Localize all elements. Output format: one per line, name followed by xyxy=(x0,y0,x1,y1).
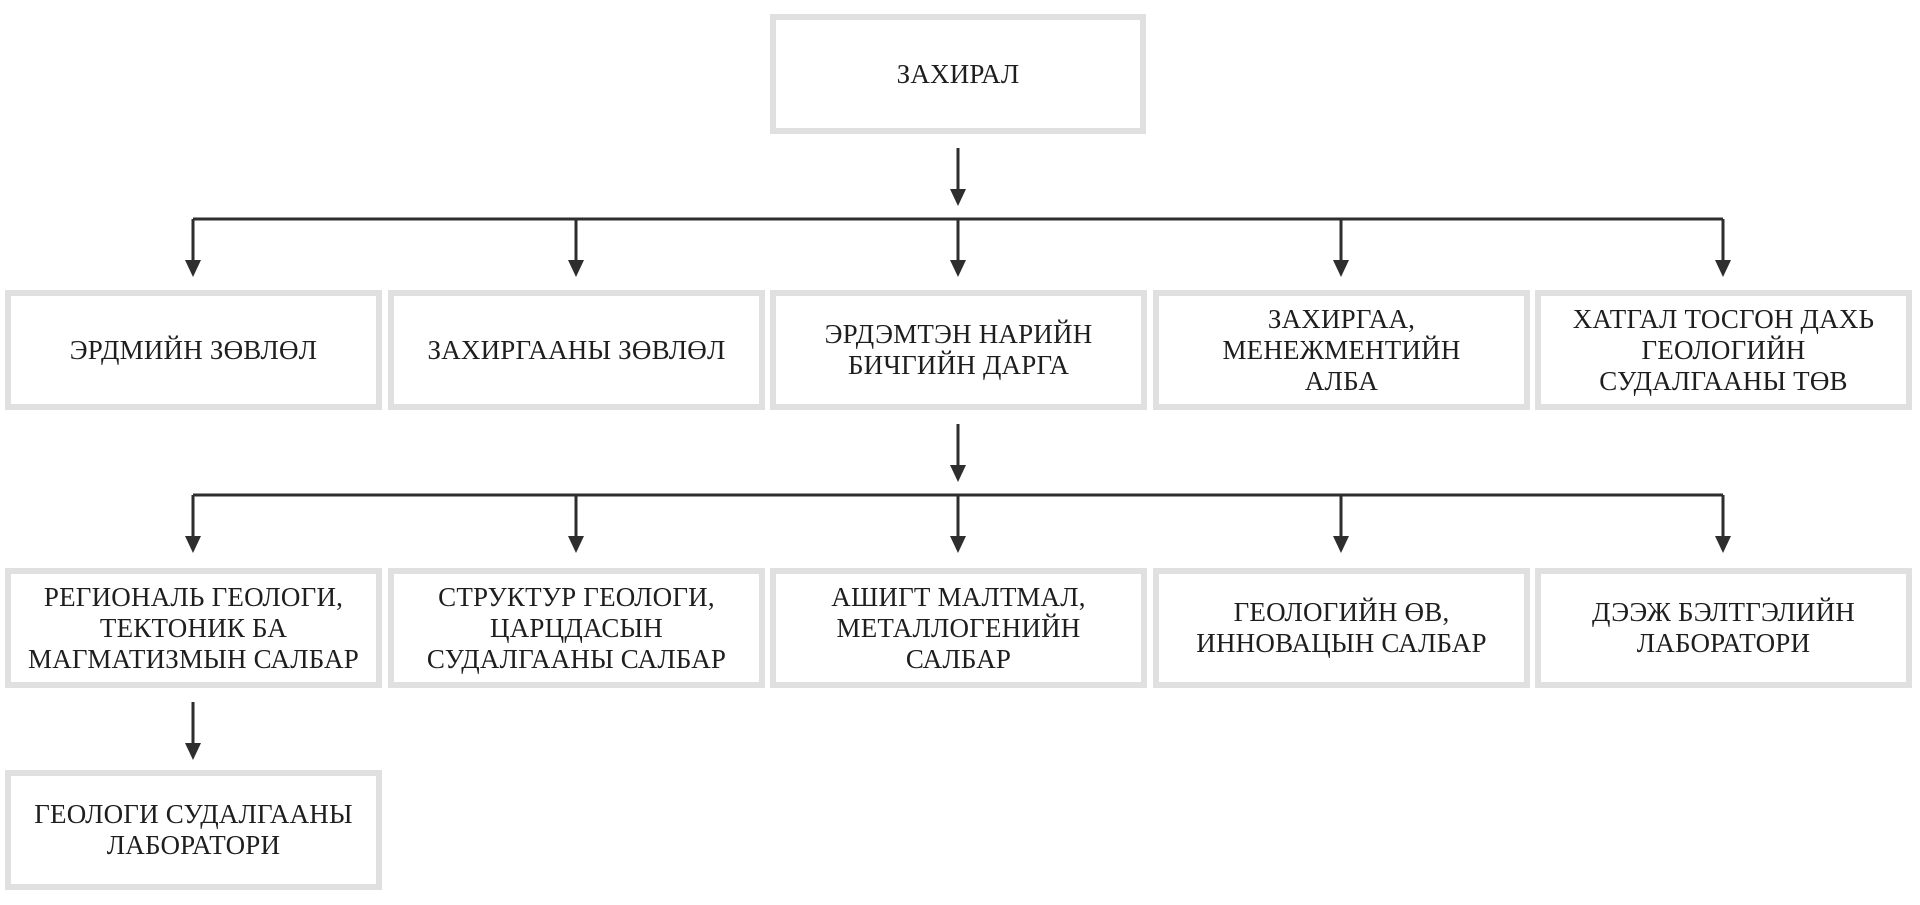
node-director: ЗАХИРАЛ xyxy=(770,14,1146,134)
node-khatgal-research-center: ХАТГАЛ ТОСГОН ДАХЬ ГЕОЛОГИЙН СУДАЛГААНЫ … xyxy=(1535,290,1912,410)
arrowhead xyxy=(185,743,201,760)
node-label: ГЕОЛОГИ СУДАЛГААНЫ ЛАБОРАТОРИ xyxy=(34,799,353,860)
arrowhead xyxy=(950,465,966,482)
node-admin-council: ЗАХИРГААНЫ ЗӨВЛӨЛ xyxy=(388,290,765,410)
node-geology-research-lab: ГЕОЛОГИ СУДАЛГААНЫ ЛАБОРАТОРИ xyxy=(5,770,382,890)
arrowhead xyxy=(950,260,966,277)
arrowhead xyxy=(185,260,201,277)
node-label: ЗАХИРГАА, МЕНЕЖМЕНТИЙН АЛБА xyxy=(1222,303,1461,396)
node-label: ЗАХИРГААНЫ ЗӨВЛӨЛ xyxy=(427,334,726,365)
node-scientific-secretary: ЭРДЭМТЭН НАРИЙН БИЧГИЙН ДАРГА xyxy=(770,290,1147,410)
arrowhead xyxy=(1333,536,1349,553)
node-mineral-metallogeny-section: АШИГТ МАЛТМАЛ, МЕТАЛЛОГЕНИЙН САЛБАР xyxy=(770,568,1147,688)
node-structural-geology-section: СТРУКТУР ГЕОЛОГИ, ЦАРЦДАСЫН СУДАЛГААНЫ С… xyxy=(388,568,765,688)
arrowhead xyxy=(1333,260,1349,277)
arrowhead xyxy=(950,536,966,553)
node-label: СТРУКТУР ГЕОЛОГИ, ЦАРЦДАСЫН СУДАЛГААНЫ С… xyxy=(426,581,727,674)
node-regional-geology-section: РЕГИОНАЛЬ ГЕОЛОГИ, ТЕКТОНИК БА МАГМАТИЗМ… xyxy=(5,568,382,688)
node-label: ЭРДЭМТЭН НАРИЙН БИЧГИЙН ДАРГА xyxy=(824,319,1093,380)
node-label: РЕГИОНАЛЬ ГЕОЛОГИ, ТЕКТОНИК БА МАГМАТИЗМ… xyxy=(28,581,359,674)
arrowhead xyxy=(185,536,201,553)
node-administration-office: ЗАХИРГАА, МЕНЕЖМЕНТИЙН АЛБА xyxy=(1153,290,1530,410)
node-label: ДЭЭЖ БЭЛТГЭЛИЙН ЛАБОРАТОРИ xyxy=(1592,597,1855,658)
node-label: АШИГТ МАЛТМАЛ, МЕТАЛЛОГЕНИЙН САЛБАР xyxy=(831,581,1086,674)
arrowhead xyxy=(568,260,584,277)
arrowhead xyxy=(950,189,966,206)
arrowhead xyxy=(1715,260,1731,277)
node-sample-preparation-lab: ДЭЭЖ БЭЛТГЭЛИЙН ЛАБОРАТОРИ xyxy=(1535,568,1912,688)
node-label: ЗАХИРАЛ xyxy=(896,58,1020,89)
node-label: ГЕОЛОГИЙН ӨВ, ИННОВАЦЫН САЛБАР xyxy=(1196,597,1487,658)
node-academic-council: ЭРДМИЙН ЗӨВЛӨЛ xyxy=(5,290,382,410)
node-geoheritage-innovation-section: ГЕОЛОГИЙН ӨВ, ИННОВАЦЫН САЛБАР xyxy=(1153,568,1530,688)
node-label: ХАТГАЛ ТОСГОН ДАХЬ ГЕОЛОГИЙН СУДАЛГААНЫ … xyxy=(1572,303,1875,396)
arrowhead xyxy=(1715,536,1731,553)
arrowhead xyxy=(568,536,584,553)
node-label: ЭРДМИЙН ЗӨВЛӨЛ xyxy=(69,334,318,365)
